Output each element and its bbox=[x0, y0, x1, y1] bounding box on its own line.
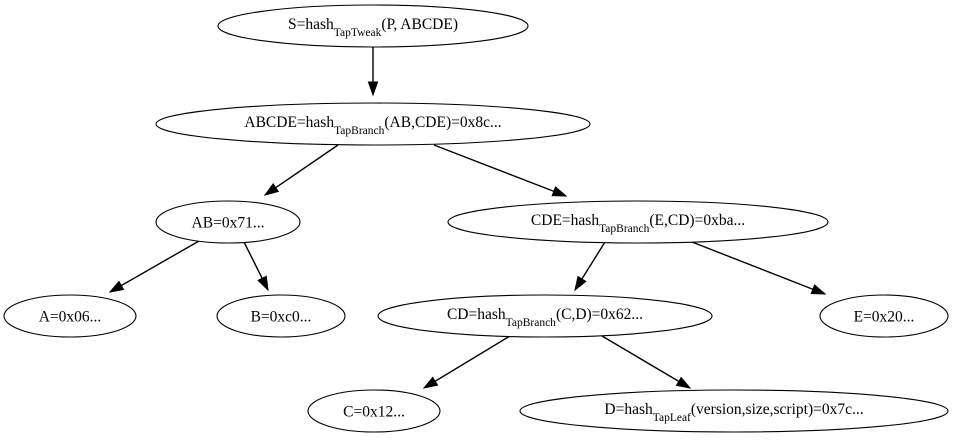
node-abcde[interactable] bbox=[156, 103, 590, 145]
edge-cd-to-d bbox=[601, 335, 683, 385]
node-e-leaf-ellipse[interactable] bbox=[819, 294, 949, 338]
node-a-leaf-ellipse[interactable] bbox=[3, 294, 137, 338]
edge-cde-to-e-arrowhead bbox=[810, 284, 827, 295]
edge-abcde-to-ab-arrowhead bbox=[263, 182, 280, 196]
edge-abcde-to-ab bbox=[272, 144, 339, 191]
node-d-leaf[interactable] bbox=[520, 390, 948, 432]
nodes-layer bbox=[3, 4, 949, 433]
edge-s-to-abcde-arrowhead bbox=[367, 81, 379, 97]
node-cd[interactable] bbox=[378, 295, 712, 337]
node-cde-ellipse[interactable] bbox=[447, 200, 829, 244]
node-d-leaf-ellipse[interactable] bbox=[519, 389, 949, 433]
edge-abcde-to-cde-arrowhead bbox=[551, 186, 568, 197]
edge-ab-to-a bbox=[117, 240, 200, 289]
node-cde[interactable] bbox=[448, 201, 828, 243]
node-abcde-ellipse[interactable] bbox=[155, 102, 591, 146]
node-s-taptweak[interactable] bbox=[218, 5, 528, 47]
edge-cde-to-cd-arrowhead bbox=[574, 275, 587, 292]
edge-cde-to-e bbox=[691, 241, 817, 292]
node-b-leaf-ellipse[interactable] bbox=[216, 294, 346, 338]
edge-cd-to-d-arrowhead bbox=[675, 376, 692, 389]
node-a-leaf[interactable] bbox=[4, 295, 136, 337]
edge-cde-to-cd bbox=[579, 241, 606, 283]
node-s-taptweak-ellipse[interactable] bbox=[217, 4, 529, 48]
edge-cd-to-c bbox=[431, 335, 511, 384]
edge-cd-to-c-arrowhead bbox=[422, 376, 439, 389]
node-ab[interactable] bbox=[156, 201, 300, 243]
node-ab-ellipse[interactable] bbox=[155, 200, 301, 244]
edge-ab-to-a-arrowhead bbox=[108, 280, 125, 293]
edge-ab-to-b-arrowhead bbox=[257, 275, 269, 292]
node-e-leaf[interactable] bbox=[820, 295, 948, 337]
edge-ab-to-b bbox=[243, 241, 265, 283]
edges-layer bbox=[108, 47, 827, 389]
edge-abcde-to-cde bbox=[433, 144, 558, 194]
node-c-leaf[interactable] bbox=[308, 390, 440, 432]
node-cd-ellipse[interactable] bbox=[377, 294, 713, 338]
node-b-leaf[interactable] bbox=[217, 295, 345, 337]
node-c-leaf-ellipse[interactable] bbox=[307, 389, 441, 433]
